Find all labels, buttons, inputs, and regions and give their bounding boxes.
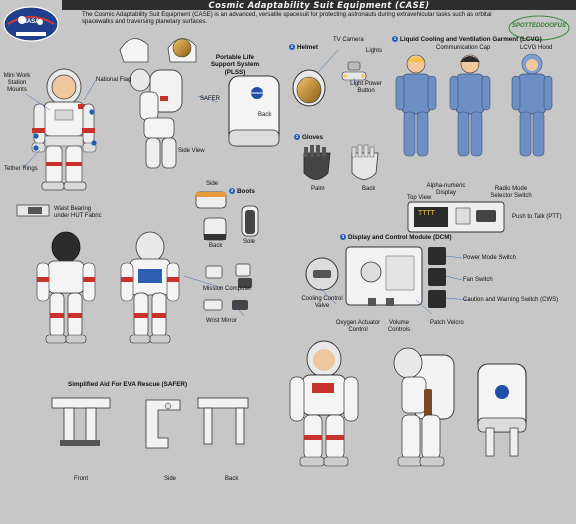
label-side-view: Side View bbox=[178, 148, 205, 154]
label-radio-mode-switch: Radio Mode Selector Switch bbox=[490, 186, 532, 199]
plss-bottom-illustration bbox=[477, 363, 527, 457]
boots-number-badge: 2 bbox=[229, 188, 235, 195]
label-safer-front: Front bbox=[74, 476, 89, 482]
helmet-illustration bbox=[292, 61, 367, 107]
waist-bearing-illustration bbox=[16, 204, 50, 217]
title-bar: Cosmic Adaptability Suit Equipment (CASE… bbox=[62, 0, 576, 10]
helmet-detail-illustrations bbox=[119, 38, 197, 63]
lcvg-title-text: Liquid Cooling and Ventilation Garment (… bbox=[400, 36, 542, 43]
label-lights: Lights bbox=[366, 48, 383, 54]
gloves-illustration bbox=[303, 144, 379, 180]
artist-signature: SPOTTEDDOOFUS bbox=[506, 14, 572, 42]
gloves-number-badge: 1 bbox=[294, 134, 300, 141]
label-national-flag: National Flag bbox=[96, 77, 132, 83]
accessories-illustration bbox=[203, 263, 252, 311]
lcvg-number-badge: 1 bbox=[392, 36, 398, 43]
suit-front-illustration bbox=[31, 68, 97, 191]
dcm-number-badge: 3 bbox=[340, 234, 346, 241]
label-volume-controls: Volume Controls bbox=[387, 320, 411, 333]
plss-title: Portable Life Support System (PLSS) bbox=[210, 54, 260, 76]
boots-title-text: Boots bbox=[237, 188, 255, 195]
label-safer-callout: SAFER bbox=[200, 96, 221, 102]
callout-lines bbox=[23, 49, 471, 317]
suit-side-illustration bbox=[129, 68, 183, 169]
label-gloves-palm: Palm bbox=[311, 186, 325, 192]
dcm-title-text: Display and Control Module (DCM) bbox=[348, 234, 452, 241]
label-lcvg-hood: LCVG Hood bbox=[520, 45, 553, 51]
boots-illustration bbox=[195, 191, 259, 241]
dcm-display-readout: TTTT bbox=[418, 209, 435, 217]
label-top-view: Top View bbox=[407, 195, 432, 201]
label-tether-rings: Tether Rings bbox=[4, 166, 38, 172]
signature-text: SPOTTEDDOOFUS bbox=[511, 23, 566, 29]
label-push-to-talk: Push to Talk (PTT) bbox=[512, 214, 562, 220]
label-oxygen-actuator: Oxygen Actuator Control bbox=[335, 320, 381, 333]
label-cooling-control-valve: Cooling Control Valve bbox=[301, 296, 343, 309]
label-mission-computer: Mission Computer bbox=[203, 286, 252, 292]
label-boots-side: Side bbox=[206, 181, 219, 187]
logo-text: NASA bbox=[22, 19, 40, 25]
suit-front-back-illustration bbox=[36, 231, 180, 344]
label-plss-back: Back bbox=[258, 112, 272, 118]
helmet-title-text: Helmet bbox=[297, 44, 318, 51]
safer-illustration bbox=[51, 397, 249, 449]
plss-illustration bbox=[228, 75, 280, 147]
label-alphanumeric-display: Alpha-numeric Display bbox=[426, 183, 466, 196]
agency-logo: NASA bbox=[2, 0, 60, 48]
label-boots-sole: Sole bbox=[243, 239, 256, 245]
label-safer-side: Side bbox=[164, 476, 177, 482]
label-patch-velcro: Patch Velcro bbox=[430, 320, 464, 326]
dcm-top-view-illustration bbox=[407, 201, 505, 233]
label-mini-work-station: Mini Work Station Mounts bbox=[3, 73, 31, 93]
footer-band bbox=[0, 510, 576, 524]
label-waist-bearing: Waist Bearing under HUT Fabric bbox=[54, 206, 102, 219]
helmet-number-badge: 1 bbox=[289, 44, 295, 51]
label-comm-cap: Communication Cap bbox=[436, 45, 491, 51]
label-boots-back: Back bbox=[209, 243, 223, 249]
page-title: Cosmic Adaptability Suit Equipment (CASE… bbox=[208, 0, 430, 10]
label-wrist-mirror: Wrist Mirror bbox=[206, 318, 237, 324]
label-light-power-button: Light Power Button bbox=[350, 81, 382, 94]
label-gloves-back: Back bbox=[362, 186, 376, 192]
label-safer-back: Back bbox=[225, 476, 239, 482]
intro-text: The Cosmic Adaptability Suit Equipment (… bbox=[82, 11, 492, 25]
label-fan-switch: Fan Switch bbox=[463, 277, 493, 283]
label-power-mode-switch: Power Mode Switch bbox=[463, 255, 517, 261]
lcvg-illustration bbox=[395, 53, 553, 157]
dcm-front-illustration bbox=[305, 246, 446, 308]
label-caution-warning-switch: Caution and Warning Switch (CWS) bbox=[463, 297, 559, 303]
suit-bottom-illustration bbox=[289, 340, 455, 467]
safer-title: Simplified Aid For EVA Rescue (SAFER) bbox=[68, 381, 188, 388]
gloves-title-text: Gloves bbox=[302, 134, 323, 141]
label-tv-camera: TV Camera bbox=[333, 37, 364, 43]
